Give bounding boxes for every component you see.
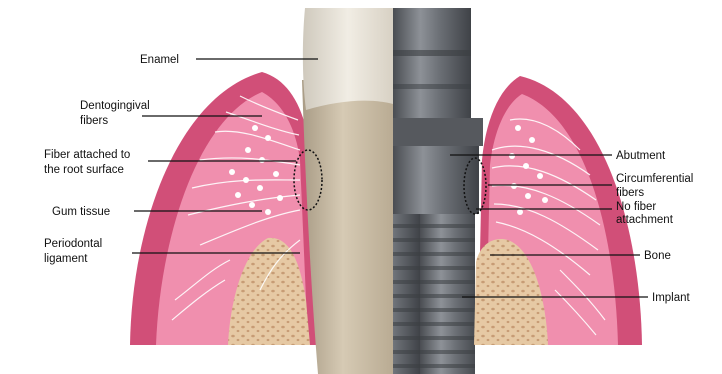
label-fiber-root-2: the root surface [44,164,124,176]
natural-tooth [302,8,393,374]
abutment-collar [393,118,483,146]
abutment [393,146,479,214]
label-bone: Bone [644,250,671,262]
label-implant: Implant [652,292,691,304]
label-dentogingival-1: Dentogingival [80,100,150,112]
label-abutment: Abutment [616,150,666,162]
label-circumferential-1: Circumferential [616,173,693,185]
label-nofiber-2: attachment [616,214,674,226]
dental-implant [393,8,483,374]
label-circumferential-2: fibers [616,187,644,199]
label-nofiber-1: No fiber [616,201,656,213]
label-dentogingival-2: fibers [80,115,108,127]
implant-threads [393,214,475,374]
label-enamel: Enamel [140,54,179,66]
label-periodontal-1: Periodontal [44,238,102,250]
label-fiber-root-1: Fiber attached to [44,149,130,161]
tooth-root [302,80,393,374]
label-periodontal-2: ligament [44,253,88,265]
label-gum: Gum tissue [52,206,110,218]
implant-crown [393,8,471,118]
